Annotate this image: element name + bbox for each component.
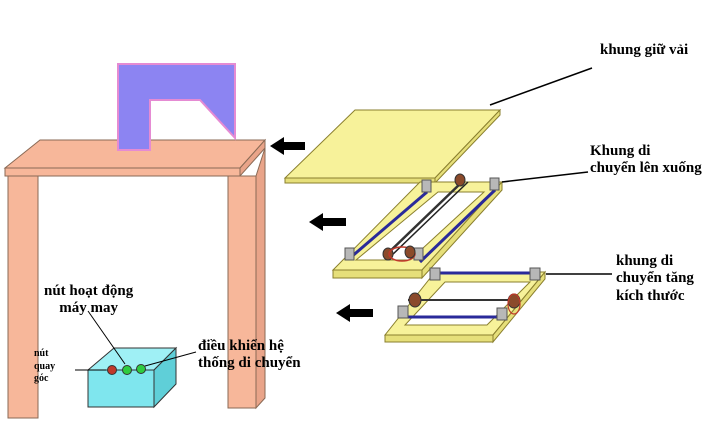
left-arrow-icon (309, 213, 346, 231)
fabric-holding-frame (283, 108, 502, 185)
motion-control-button (136, 364, 146, 374)
vertical-moving-frame (331, 173, 504, 280)
table-leg-left (7, 175, 39, 419)
control-box (86, 346, 178, 409)
label-start-sewing-button: nút hoạt động máy may (44, 283, 134, 317)
leader-line-vertical-frame (501, 171, 589, 183)
table-leg-right (227, 175, 257, 409)
left-arrow-icon (270, 137, 305, 155)
leader-line-control-button (144, 351, 197, 367)
label-motion-control: điều khiển hệ thống di chuyển (198, 338, 301, 372)
leader-line-start-button (87, 310, 126, 365)
label-rotate-corner-button: nút quay góc (34, 348, 56, 384)
rotate-corner-button (107, 365, 117, 375)
sewing-table (3, 138, 267, 419)
label-vertical-moving-frame: Khung di chuyển lên xuống (590, 143, 702, 177)
leader-line-fabric-frame (489, 67, 593, 106)
sewing-machine (117, 63, 236, 151)
left-arrow-icon (336, 304, 373, 322)
label-fabric-holding-frame: khung giữ vải (600, 42, 689, 58)
label-size-expanding-frame: khung di chuyển tăng kích thước (616, 253, 694, 304)
size-expanding-frame (383, 267, 547, 344)
start-sewing-button (122, 365, 132, 375)
